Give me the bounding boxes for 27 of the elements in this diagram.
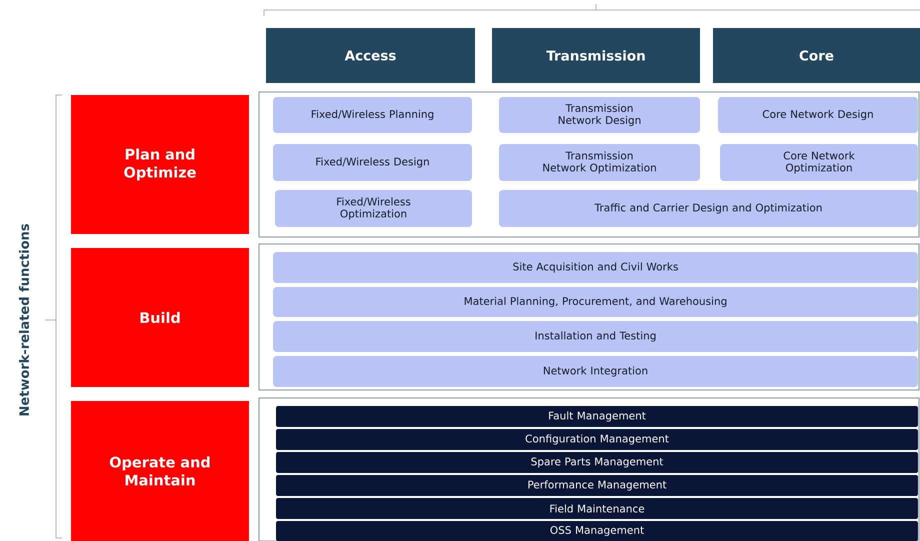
group-panel [258,244,920,390]
function-box: Transmission Network Optimization [499,144,700,181]
function-bar: Fault Management [276,406,918,427]
function-bar: Field Maintenance [276,498,918,519]
column-header: Access [266,28,475,83]
function-bar: Configuration Management [276,429,918,450]
column-header: Core [713,28,920,83]
function-box: Site Acquisition and Civil Works [273,252,918,283]
function-box: Material Planning, Procurement, and Warehousing [273,287,918,317]
function-box: Fixed/Wireless Planning [273,97,472,133]
function-box: Core Network Optimization [720,144,918,181]
function-box: Core Network Design [718,97,918,133]
function-box: Fixed/Wireless Optimization [275,190,472,227]
function-bar: OSS Management [276,521,918,541]
function-box: Installation and Testing [273,321,918,352]
function-box: Fixed/Wireless Design [273,144,472,181]
category-box: Build [71,248,249,387]
category-box: Plan and Optimize [71,95,249,234]
function-box: Traffic and Carrier Design and Optimization [499,190,918,227]
column-header: Transmission [492,28,700,83]
category-box: Operate and Maintain [71,401,249,541]
function-box: Transmission Network Design [499,97,700,133]
function-bar: Spare Parts Management [276,452,918,473]
group-panel [258,92,920,238]
function-box: Network Integration [273,356,918,387]
side-label: Network-related functions [18,224,30,416]
function-bar: Performance Management [276,475,918,496]
